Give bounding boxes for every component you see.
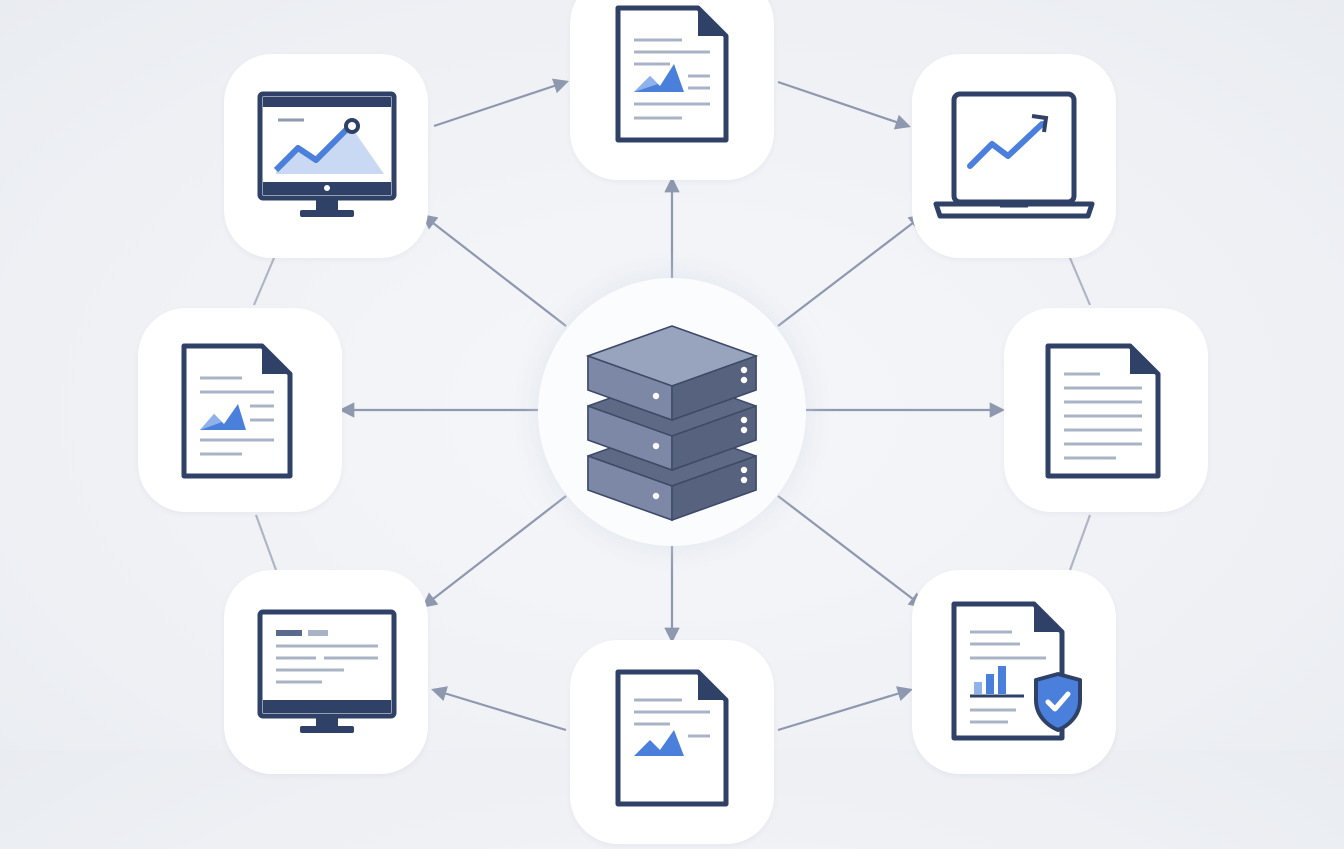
hub-and-spoke-diagram [138, 0, 1208, 807]
arrow-hub-top-left [421, 214, 567, 327]
node-bottom-right [912, 570, 1116, 774]
ring-line [254, 514, 278, 571]
verified-report-icon [951, 601, 1082, 741]
document-text-icon [1045, 343, 1161, 479]
node-right [1004, 308, 1208, 512]
arrow-top-left-top [433, 78, 569, 128]
arrow-hub-bottom-left [421, 495, 567, 608]
diagram-canvas [252, 78, 1092, 732]
document-chart-icon [181, 343, 293, 479]
shield-check-icon [1034, 672, 1082, 732]
hub-node [538, 278, 806, 546]
document-chart-icon [615, 669, 729, 807]
monitor-text-icon [257, 609, 397, 733]
node-top [570, 0, 774, 180]
node-top-right [912, 54, 1116, 258]
laptop-trend-icon [933, 91, 1095, 219]
monitor-line-chart-icon [257, 91, 397, 217]
arrows [338, 78, 1006, 732]
arrow-hub-top-right [777, 214, 925, 327]
document-chart-icon [615, 5, 729, 143]
arrow-bottom-bottom-right [777, 686, 913, 732]
arrow-top-top-right [777, 80, 911, 130]
node-bottom-left [224, 570, 428, 774]
ring-line [252, 257, 276, 306]
ring-line [1068, 257, 1092, 306]
arrow-hub-bottom-right [777, 495, 925, 608]
ring-connectors [252, 257, 1092, 571]
node-bottom [570, 640, 774, 844]
node-top-left [224, 54, 428, 258]
arrow-bottom-bottom-left [431, 686, 567, 732]
node-left [138, 308, 342, 512]
server-stack-icon [585, 325, 759, 522]
ring-line [1068, 514, 1092, 571]
